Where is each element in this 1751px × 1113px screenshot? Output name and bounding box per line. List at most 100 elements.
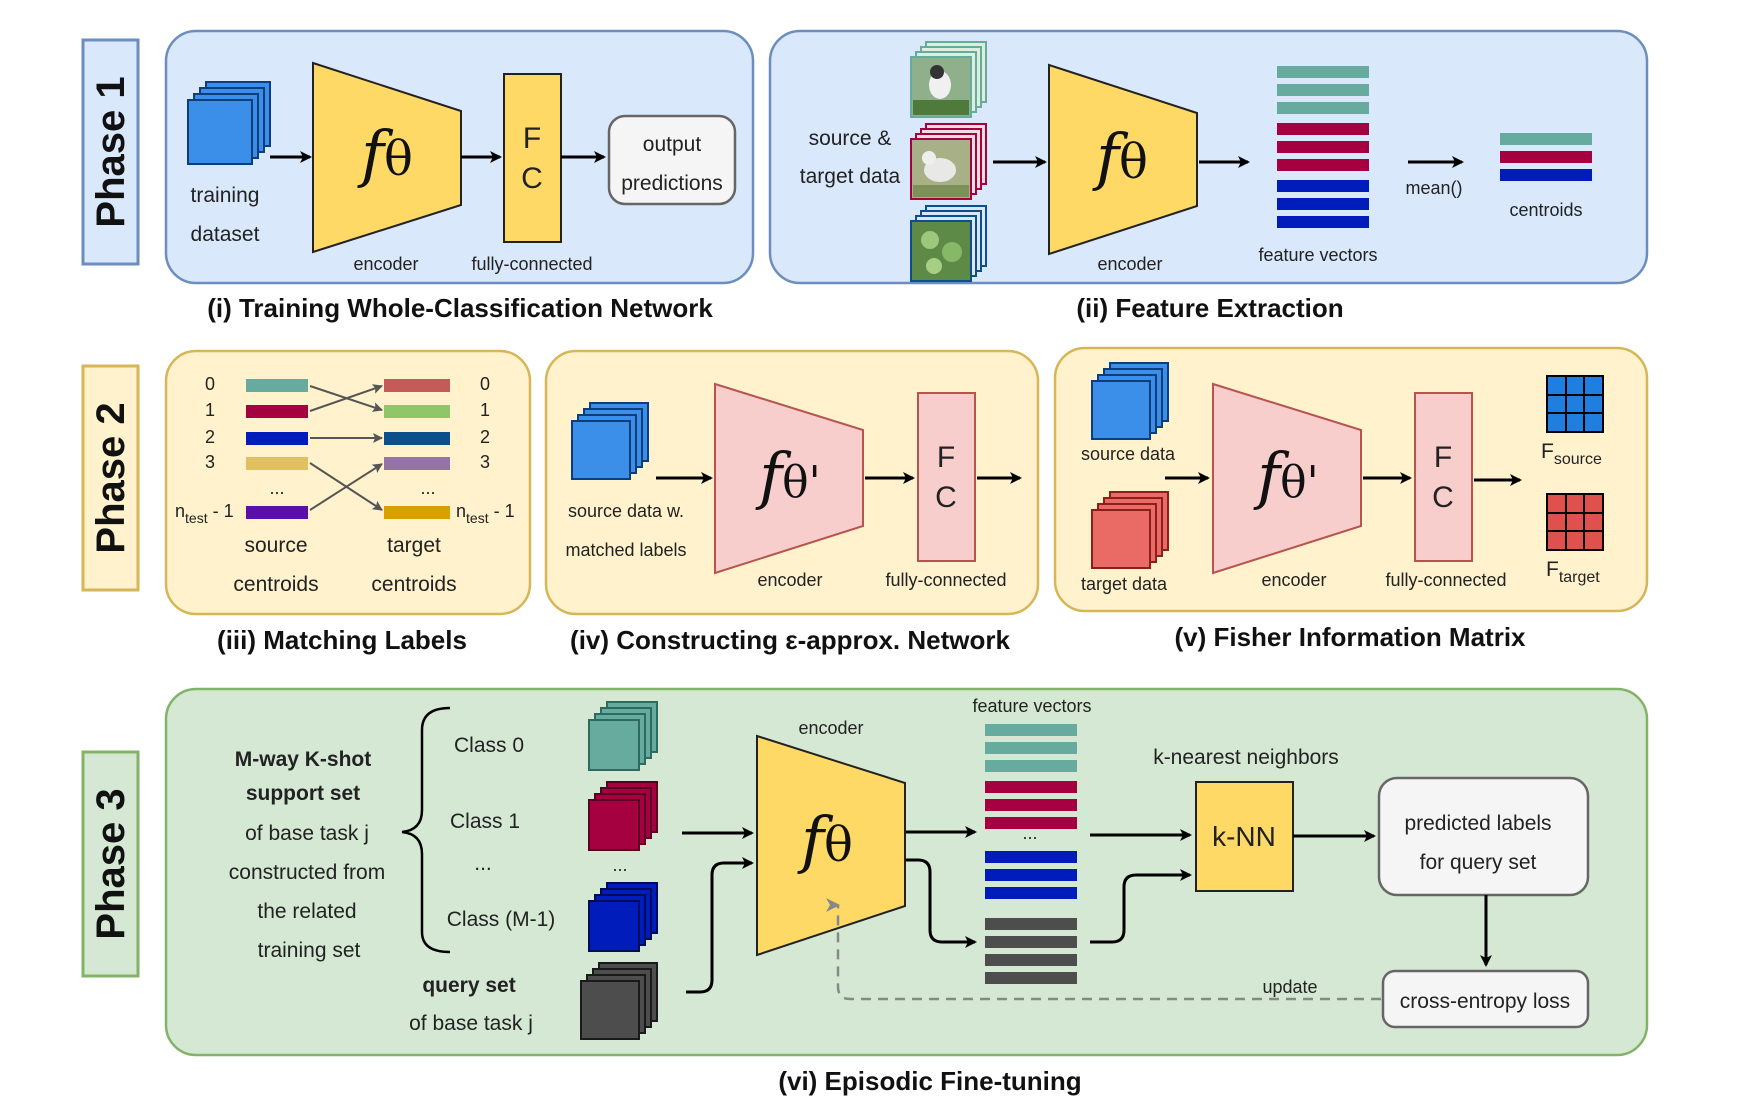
caption-vi: (vi) Episodic Fine-tuning — [778, 1066, 1081, 1096]
data-label-2: target data — [800, 165, 901, 188]
class-m-label: Class (M-1) — [447, 908, 556, 931]
source-data-stack-icon — [571, 402, 649, 480]
predicted-labels-box: predicted labels for query set — [1377, 776, 1590, 897]
target-label-2: centroids — [371, 573, 456, 596]
index-last-left: ntest - 1 — [175, 501, 234, 526]
stack-dots: ... — [612, 855, 627, 875]
index-1-right: 1 — [480, 400, 490, 420]
panel-fisher-matrix: source data target data fθ' encoder F C … — [1053, 346, 1649, 613]
svg-text:C: C — [1432, 481, 1454, 514]
query-arrow — [686, 857, 754, 994]
svg-text:Phase 3: Phase 3 — [89, 788, 133, 939]
class-0-label: Class 0 — [454, 734, 524, 757]
svg-text:fθ': fθ' — [755, 439, 821, 512]
encoder-label: encoder — [1261, 570, 1326, 590]
centroids-label: centroids — [1509, 200, 1582, 220]
query-to-knn-arrow — [1090, 869, 1192, 944]
fc-block: F C — [503, 73, 562, 243]
phase-3-label: Phase 3 — [81, 750, 140, 978]
caption-ii: (ii) Feature Extraction — [1076, 293, 1343, 323]
feature-vectors-stack — [1277, 66, 1369, 228]
dots-right: ... — [420, 478, 435, 498]
source-label-2: centroids — [233, 573, 318, 596]
query-feature-arrow — [906, 858, 977, 948]
target-label-1: target — [387, 534, 441, 557]
class-dots: ... — [474, 852, 492, 875]
query-set-title: query set — [422, 974, 515, 997]
target-centroid-bars — [384, 379, 450, 519]
panel-epsilon-network: source data w. matched labels fθ' encode… — [544, 349, 1040, 616]
f-source-label: Fsource — [1541, 440, 1602, 468]
svg-text:Phase 1: Phase 1 — [89, 76, 133, 227]
svg-text:predicted labels: predicted labels — [1404, 812, 1551, 835]
centroids-stack — [1500, 133, 1592, 181]
panel-matching-labels: 0 1 2 3 ... ntest - 1 0 1 2 — [164, 349, 532, 616]
query-feature-stack — [985, 918, 1077, 984]
encoder-block: fθ — [756, 734, 906, 957]
svg-text:predictions: predictions — [621, 172, 723, 195]
svg-text:k-NN: k-NN — [1212, 821, 1276, 852]
feature-vectors-label: feature vectors — [1258, 245, 1377, 265]
plant-image-stack-icon — [910, 205, 987, 282]
fisher-target-grid-icon — [1546, 493, 1604, 551]
caption-i: (i) Training Whole-Classification Networ… — [207, 293, 713, 323]
query-stack-icon — [580, 962, 658, 1040]
panel-feature-extraction: source & target data — [768, 29, 1649, 285]
encoder-block: fθ — [1048, 63, 1198, 256]
caption-iii: (iii) Matching Labels — [217, 625, 467, 655]
index-0-right: 0 — [480, 374, 490, 394]
class-1-stack-icon — [588, 781, 658, 851]
panel-training: training dataset fθ encoder F C fully-co… — [164, 29, 755, 285]
source-data-label: source data — [1081, 444, 1176, 464]
panel-episodic-finetuning: M-way K-shot support set of base task j … — [164, 687, 1649, 1057]
mean-label: mean() — [1405, 178, 1462, 198]
data-label-2: matched labels — [565, 540, 686, 560]
fc-label: fully-connected — [885, 570, 1006, 590]
encoder-label: encoder — [798, 718, 863, 738]
class-1-label: Class 1 — [450, 810, 520, 833]
target-data-stack-icon — [1091, 491, 1169, 569]
svg-text:F: F — [937, 441, 955, 474]
svg-text:fθ': fθ' — [1253, 439, 1319, 512]
encoder-label: encoder — [1097, 254, 1162, 274]
caption-iv: (iv) Constructing ε-approx. Network — [570, 625, 1010, 655]
encoder-prime-block: fθ' — [1212, 382, 1362, 575]
fc-label: fully-connected — [1385, 570, 1506, 590]
encoder-label: encoder — [757, 570, 822, 590]
svg-text:C: C — [935, 481, 957, 514]
encoder-block: fθ — [312, 61, 462, 254]
update-arrow — [826, 898, 1381, 1001]
fisher-source-grid-icon — [1546, 375, 1604, 433]
support-feature-stack — [985, 724, 1077, 899]
svg-text:cross-entropy loss: cross-entropy loss — [1400, 990, 1570, 1013]
source-data-stack-icon — [1091, 362, 1169, 440]
encoder-label: encoder — [353, 254, 418, 274]
source-label-1: source — [244, 534, 307, 557]
svg-text:C: C — [521, 162, 543, 195]
bird-image-stack-icon — [910, 41, 987, 118]
source-centroid-bars — [246, 379, 308, 519]
support-desc-3: the related — [257, 900, 356, 923]
svg-text:for query set: for query set — [1420, 851, 1537, 874]
encoder-prime-block: fθ' — [714, 382, 864, 575]
dog-image-stack-icon — [910, 123, 987, 200]
svg-text:output: output — [643, 133, 702, 156]
support-desc-4: training set — [258, 939, 361, 962]
fc-block: F C — [1414, 392, 1473, 562]
update-label: update — [1262, 977, 1317, 997]
support-set-title-2: support set — [246, 782, 360, 805]
matching-arrows — [309, 384, 383, 511]
dataset-label-1: training — [191, 184, 260, 207]
index-2-right: 2 — [480, 427, 490, 447]
fc-label: fully-connected — [471, 254, 592, 274]
svg-text:F: F — [523, 122, 541, 155]
dataset-label-2: dataset — [191, 223, 260, 246]
svg-text:Phase 2: Phase 2 — [89, 402, 133, 553]
index-3-right: 3 — [480, 452, 490, 472]
data-label-1: source & — [809, 127, 892, 150]
class-m-stack-icon — [588, 882, 658, 952]
loss-box: cross-entropy loss — [1381, 969, 1590, 1029]
output-box: output predictions — [607, 114, 737, 206]
feature-dots: ... — [1022, 823, 1037, 843]
